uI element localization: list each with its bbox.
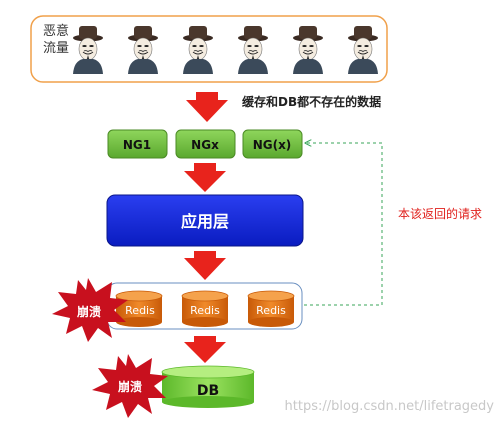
- nginx-node-2: [175, 129, 236, 159]
- app-layer-label: 应用层: [181, 212, 229, 231]
- flow-arrow-3: [184, 251, 226, 280]
- redis-crash-label: 崩溃: [77, 304, 101, 319]
- redis-node-3: [247, 290, 295, 327]
- nginx-node-1: [107, 129, 168, 159]
- nginx-node-3: [242, 129, 303, 159]
- db-cylinder: [161, 365, 255, 408]
- flow-arrow-2: [184, 163, 226, 192]
- app-layer-box: [106, 194, 304, 247]
- db-crash-starburst: [92, 354, 168, 418]
- redis-node-2: [181, 290, 229, 327]
- nginx-node-1-label: NG1: [123, 138, 151, 152]
- attacker-label-line1: 恶意: [43, 23, 69, 39]
- redis-crash-starburst: [52, 278, 128, 342]
- nginx-node-2-label: NGx: [191, 138, 219, 152]
- redis-node-2-label: Redis: [190, 304, 220, 317]
- flow-arrow-1: [186, 92, 228, 122]
- should-return-note: 本该返回的请求: [398, 206, 482, 221]
- cache-miss-note: 缓存和DB都不存在的数据: [242, 94, 381, 109]
- flow-arrow-4: [184, 336, 226, 363]
- db-label: DB: [197, 383, 219, 399]
- should-return-dashed-path: [304, 143, 383, 306]
- db-crash-label: 崩溃: [118, 379, 142, 394]
- attacker-label-line2: 流量: [43, 41, 69, 56]
- watermark: https://blog.csdn.net/lifetragedy: [285, 399, 495, 414]
- nginx-node-3-label: NG(x): [253, 138, 292, 152]
- redis-node-3-label: Redis: [256, 304, 286, 317]
- redis-node-1-label: Redis: [125, 304, 155, 317]
